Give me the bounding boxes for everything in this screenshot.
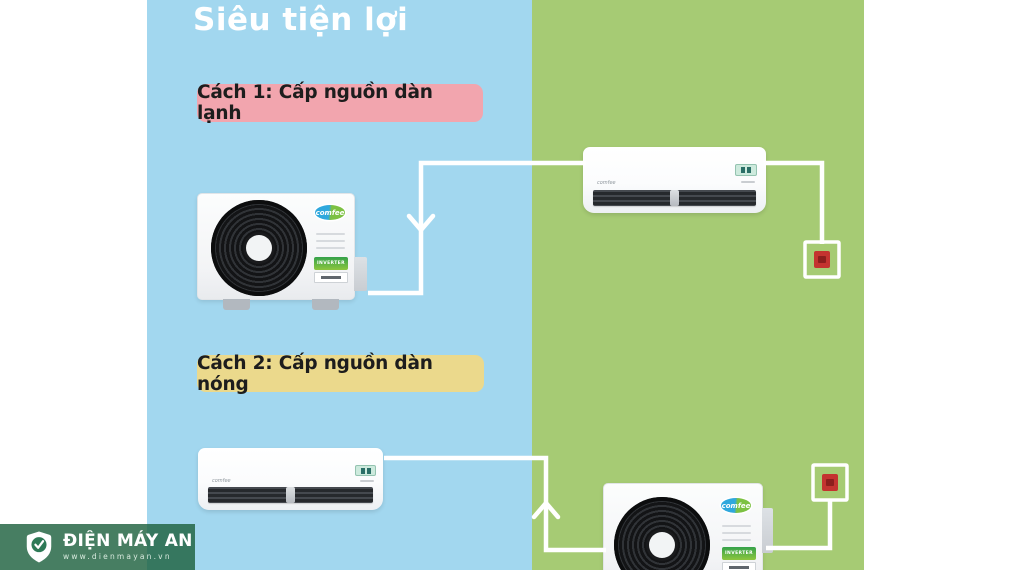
comfee-logo-text: comfee [597,180,616,186]
inverter-script-mark [360,480,374,482]
comfee-logo: comfee [212,478,231,484]
fan-hub [246,235,272,261]
indoor-unit-2: comfee [198,448,383,510]
method-2-badge: Cách 2: Cấp nguồn dàn nóng [197,352,484,395]
pipe-cover [354,257,367,291]
footer-text-block: ĐIỆN MÁY AN www.dienmayan.vn [63,533,193,561]
footer-brand-name: ĐIỆN MÁY AN [63,531,193,552]
inverter-script-mark [741,181,755,183]
outdoor-unit-1: comfee INVERTER [197,193,369,313]
unit-foot [312,299,339,310]
shield-check-icon [26,531,52,563]
indoor-unit-1: comfee [583,147,766,213]
air-vent [593,190,756,206]
comfee-logo-text: comfee [315,208,345,217]
vent-lines [316,233,345,249]
temperature-display [735,164,757,176]
energy-rating-label [722,562,756,570]
air-vent [208,487,373,503]
comfee-logo: comfee [597,180,616,186]
comfee-logo: comfee [721,498,751,513]
method-1-badge: Cách 1: Cấp nguồn dàn lạnh [197,82,483,124]
inverter-label-text: INVERTER [316,261,346,266]
pipe-cover [762,508,773,553]
method-2-label: Cách 2: Cấp nguồn dàn nóng [197,352,433,395]
vent-lines [722,525,751,541]
footer-logo: ĐIỆN MÁY AN www.dienmayan.vn [0,524,195,570]
comfee-logo-text: comfee [721,501,751,510]
method-1-label: Cách 1: Cấp nguồn dàn lạnh [197,82,433,124]
energy-rating-label [314,272,348,283]
inverter-label: INVERTER [722,547,756,560]
outdoor-unit-body: comfee INVERTER [603,483,763,570]
outdoor-unit-body: comfee INVERTER [197,193,355,300]
temperature-display [355,465,376,476]
comfee-logo: comfee [315,205,345,220]
indoor-unit-body: comfee [198,448,383,510]
footer-website-url: www.dienmayan.vn [63,552,172,562]
indoor-unit-body: comfee [583,147,766,213]
fan-hub [649,532,675,558]
unit-foot [223,299,250,310]
inverter-label-text: INVERTER [724,551,754,556]
fan-grille [211,200,307,296]
inverter-label: INVERTER [314,257,348,270]
page-title: Siêu tiện lợi [193,2,409,38]
fan-grille [614,497,710,570]
comfee-logo-text: comfee [212,478,231,484]
outdoor-unit-2: comfee INVERTER [603,483,775,570]
